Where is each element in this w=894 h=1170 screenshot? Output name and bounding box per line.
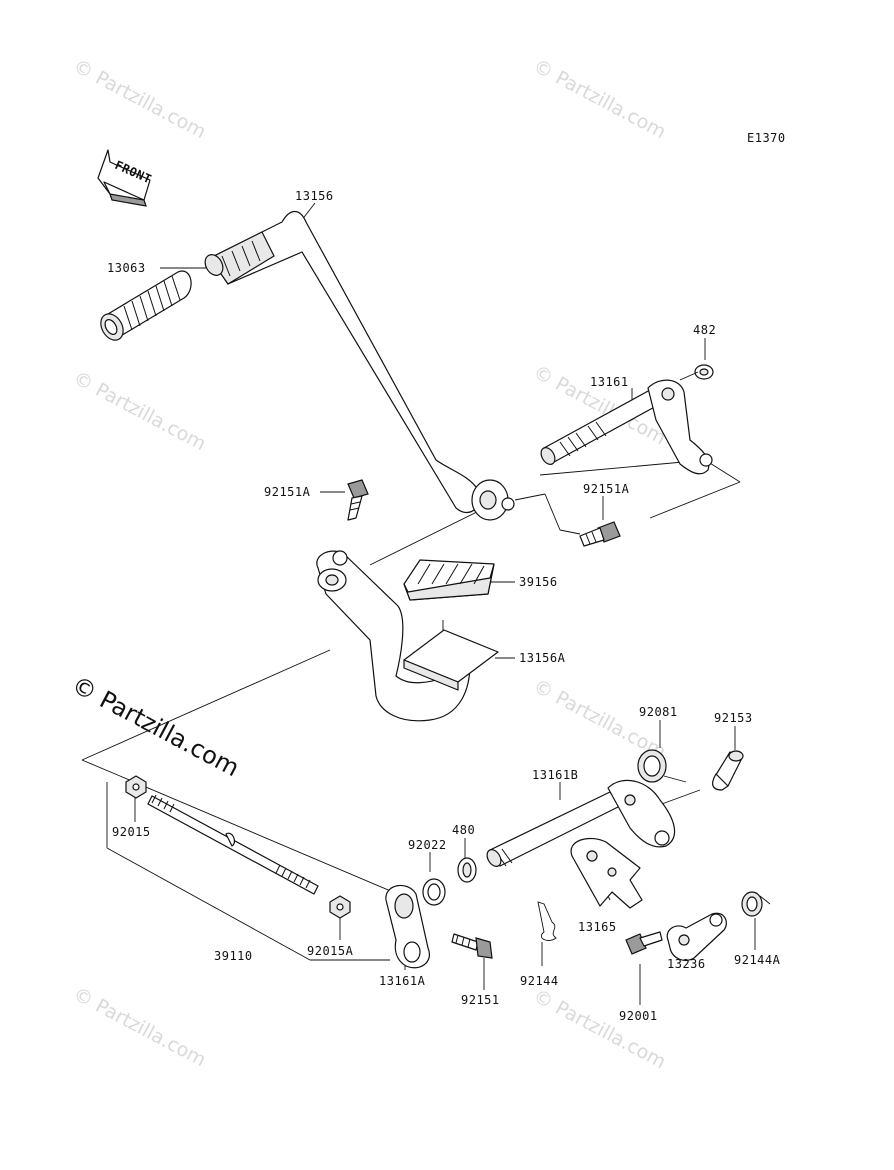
pedal-rubber-39156 — [403, 559, 495, 601]
bolt-92151 — [451, 933, 493, 959]
washer-92022 — [422, 878, 446, 906]
nut-92015A — [329, 895, 351, 919]
part-label-92015A: 92015A — [307, 944, 354, 958]
watermark: © Partzilla.com — [70, 55, 210, 143]
part-label-13161: 13161 — [590, 375, 629, 389]
watermark: © Partzilla.com — [70, 367, 210, 455]
spring-92144A — [741, 891, 771, 917]
nut-92015 — [125, 775, 147, 799]
lever-13236 — [666, 912, 727, 961]
shift-shaft-13161B — [486, 779, 676, 867]
part-label-92081: 92081 — [639, 705, 678, 719]
part-label-39110: 39110 — [214, 949, 253, 963]
part-label-92144A: 92144A — [734, 953, 781, 967]
plate-13165 — [570, 837, 643, 909]
part-label-13063: 13063 — [107, 261, 146, 275]
watermark: © Partzilla.com — [530, 985, 670, 1073]
bolt-92151A-right — [579, 521, 621, 547]
part-labels: 13156 13063 482 13161 92151A 92151A 3915… — [107, 189, 781, 1023]
part-label-92015: 92015 — [112, 825, 151, 839]
footpeg-rubber-13063 — [100, 270, 192, 341]
watermark-main: © Partzilla.com — [67, 671, 244, 783]
part-label-13156: 13156 — [295, 189, 334, 203]
circlip-482 — [694, 364, 714, 380]
bolt-92153 — [712, 750, 744, 791]
front-arrow-icon: FRONT — [97, 149, 154, 207]
watermark: © Partzilla.com — [70, 983, 210, 1071]
diagram-code: E1370 — [747, 131, 786, 145]
shift-shaft-13161 — [540, 371, 713, 475]
shift-lever-13156 — [204, 210, 515, 521]
tie-rod-39110 — [147, 794, 319, 895]
shift-arm-13161A — [385, 884, 430, 969]
spring-92081 — [637, 749, 687, 783]
part-label-39156: 39156 — [519, 575, 558, 589]
part-label-92151A-right: 92151A — [583, 482, 630, 496]
circlip-480 — [457, 857, 477, 883]
part-label-480: 480 — [452, 823, 475, 837]
watermark: © Partzilla.com — [530, 55, 670, 143]
bolt-92001 — [625, 931, 663, 955]
part-label-92151A-left: 92151A — [264, 485, 311, 499]
part-label-13161A: 13161A — [379, 974, 426, 988]
part-label-92153: 92153 — [714, 711, 753, 725]
bolt-92151A-left — [347, 479, 369, 521]
part-label-13156A: 13156A — [519, 651, 566, 665]
part-label-482: 482 — [693, 323, 716, 337]
part-label-13165: 13165 — [578, 920, 617, 934]
part-label-13161B: 13161B — [532, 768, 578, 782]
part-label-92001: 92001 — [619, 1009, 658, 1023]
part-label-92022: 92022 — [408, 838, 447, 852]
pedal-pad-13156A — [403, 629, 499, 691]
spring-92144 — [537, 901, 557, 941]
part-label-92151: 92151 — [461, 993, 500, 1007]
part-label-13236: 13236 — [667, 957, 706, 971]
leader-lines — [81, 202, 756, 1005]
part-label-92144: 92144 — [520, 974, 559, 988]
